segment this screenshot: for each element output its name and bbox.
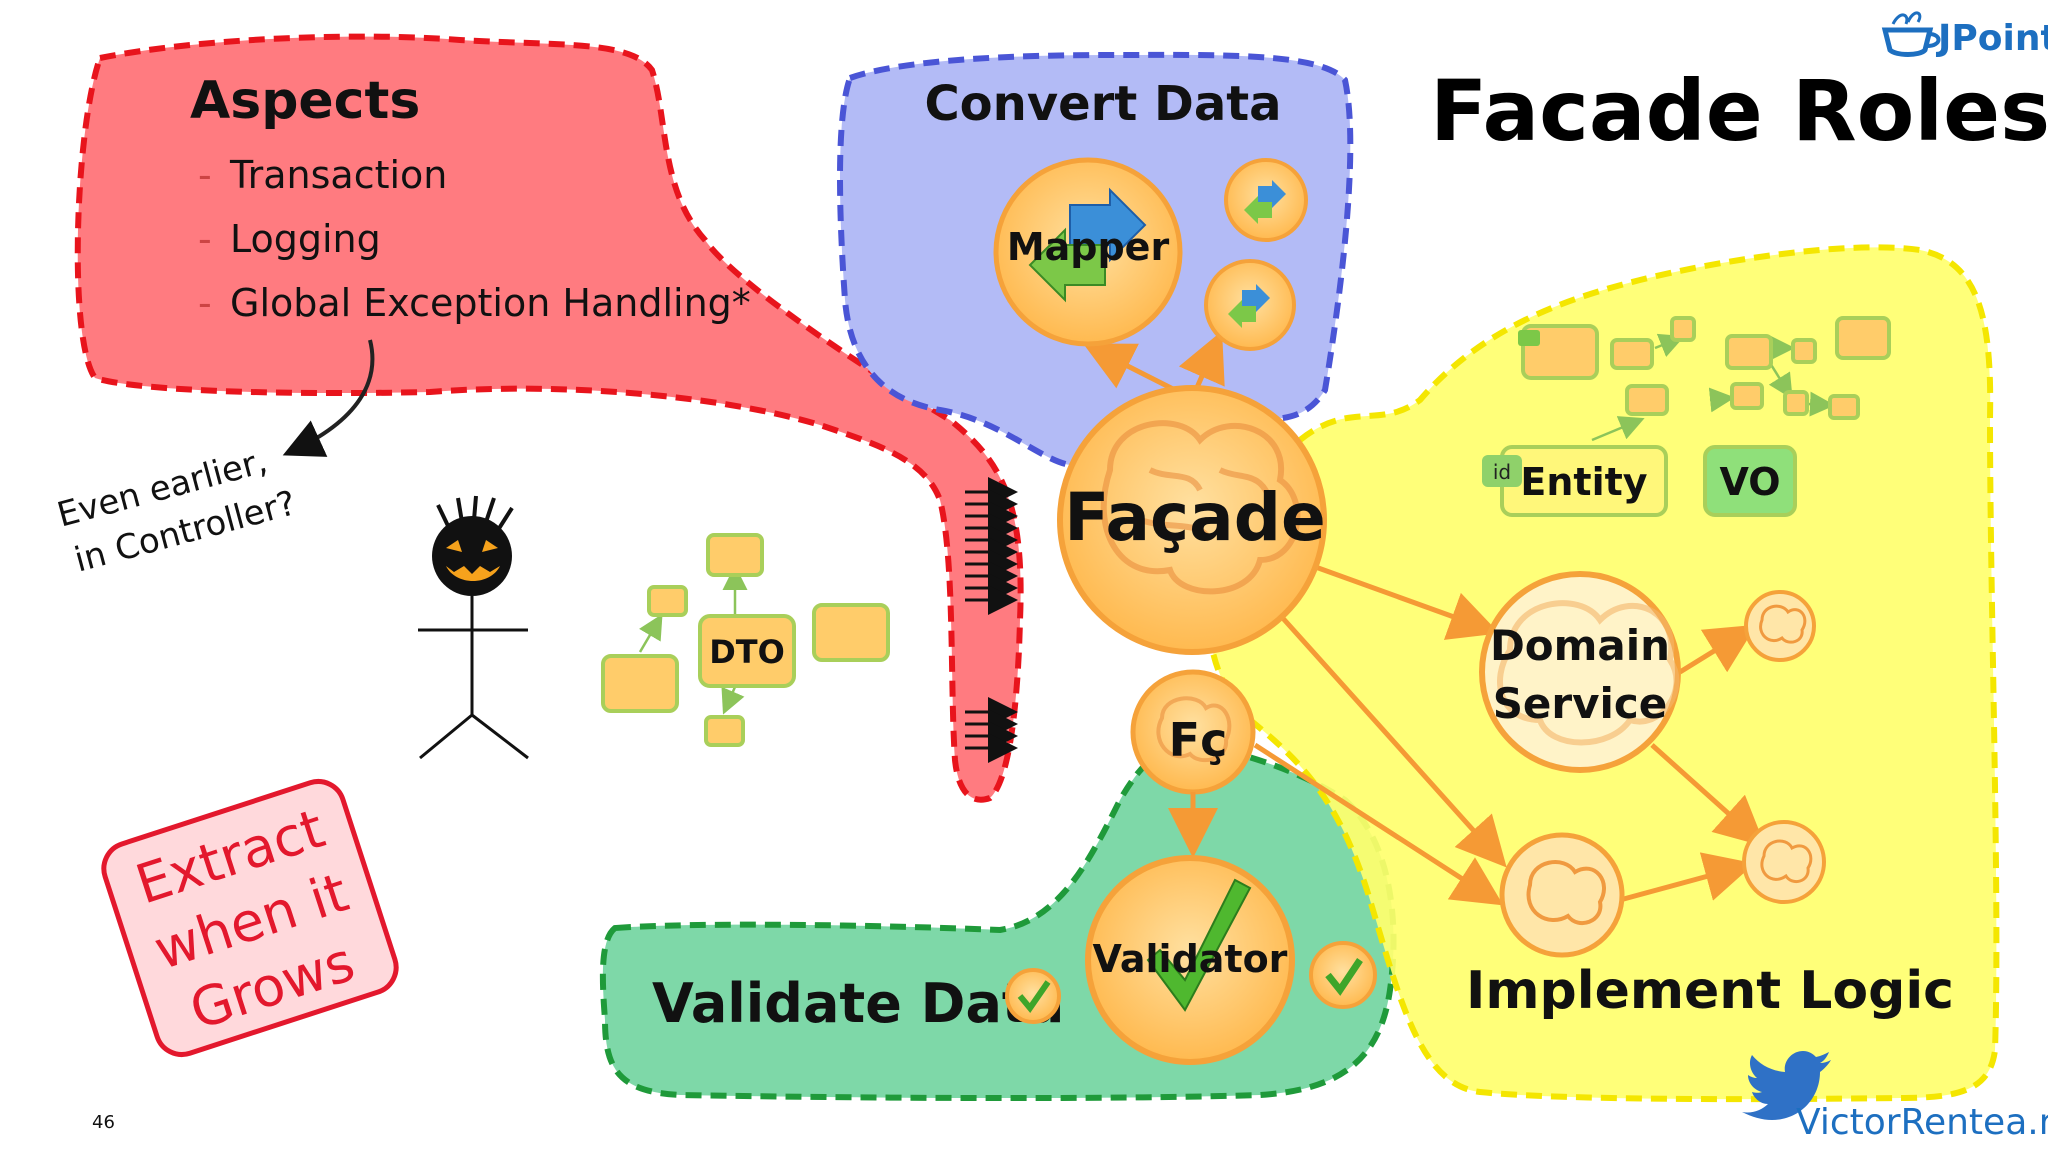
entity-label: Entity xyxy=(1520,460,1647,504)
model-box xyxy=(1610,338,1654,370)
helper-brain-bubble xyxy=(1499,832,1625,958)
domain-model-cluster xyxy=(1518,316,1891,442)
jpoint-logo: JPoint xyxy=(1881,11,2048,59)
aspects-list: - Transaction - Logging - Global Excepti… xyxy=(198,153,751,325)
logic-heading: Implement Logic xyxy=(1466,961,1954,1021)
validate-heading: Validate Data xyxy=(652,972,1064,1035)
model-box xyxy=(1791,338,1817,364)
checkmark-icon xyxy=(1146,878,1252,1012)
mapper-label: Mapper xyxy=(1007,225,1170,269)
aspects-bullet: - xyxy=(198,217,212,261)
vo-box: VO xyxy=(1703,445,1797,517)
mapper-arrows-icon xyxy=(1028,187,1147,303)
aspects-item-exceptions: Global Exception Handling* xyxy=(230,281,751,325)
facade-call-arrows xyxy=(1253,562,1766,906)
coffee-cup-icon xyxy=(1881,11,1941,57)
model-box xyxy=(1835,316,1891,360)
facade-small-bubble: Fç xyxy=(1130,669,1256,795)
dto-label: DTO xyxy=(709,633,785,671)
mini-mapper-bubble xyxy=(1204,259,1296,351)
model-box xyxy=(1725,334,1773,370)
entity-id-tag: id xyxy=(1493,460,1511,484)
dto-box xyxy=(704,715,745,747)
validator-bubble: Validator xyxy=(1085,855,1295,1065)
model-box xyxy=(1670,316,1696,342)
facade-bubble: Façade xyxy=(1057,385,1327,655)
dto-box xyxy=(706,533,764,577)
dto-box xyxy=(812,603,890,662)
vo-label: VO xyxy=(1719,460,1780,504)
author-credit: VictorRentea.ro xyxy=(1742,1051,2048,1143)
dto-box xyxy=(601,654,679,713)
author-link: VictorRentea.ro xyxy=(1796,1102,2048,1143)
dto-main-box xyxy=(698,614,796,688)
facade-small-label: Fç xyxy=(1169,713,1228,767)
domain-service-bubble: Domain Service xyxy=(1479,571,1681,773)
model-box xyxy=(1828,394,1860,420)
model-box xyxy=(1521,324,1599,380)
extract-when-it-grows-stamp: Extract when it Grows xyxy=(101,779,399,1057)
facade-to-mapper-arrows xyxy=(1083,330,1225,394)
aspects-bullet: - xyxy=(198,153,212,197)
mini-validator-bubble xyxy=(1309,941,1377,1009)
pumpkin-stick-figure-icon xyxy=(418,495,529,760)
domain-service-line-2: Service xyxy=(1493,679,1668,728)
facade-label: Façade xyxy=(1064,479,1325,556)
domain-service-line-1: Domain xyxy=(1490,621,1670,670)
twitter-bird-icon xyxy=(1742,1051,1831,1120)
incoming-request-arrows xyxy=(965,477,1018,763)
slide-title: Facade Roles xyxy=(1430,62,2048,160)
helper-brain-bubble xyxy=(1742,820,1826,904)
mapper-bubble: Mapper xyxy=(993,157,1183,347)
brain-icon xyxy=(1100,420,1301,595)
model-box xyxy=(1625,384,1669,416)
aspects-item-transaction: Transaction xyxy=(229,153,447,197)
aspects-heading: Aspects xyxy=(190,71,420,131)
convert-heading: Convert Data xyxy=(924,76,1281,132)
model-box xyxy=(1730,382,1764,410)
dto-cluster: DTO xyxy=(601,533,890,747)
dto-box xyxy=(647,585,688,617)
validator-label: Validator xyxy=(1093,937,1288,981)
helper-brain-bubble xyxy=(1744,590,1816,662)
logo-text: JPoint xyxy=(1935,18,2048,59)
handwritten-note: Even earlier, in Controller? xyxy=(53,441,300,580)
mini-validator-bubble xyxy=(1005,968,1061,1024)
entity-box: id Entity xyxy=(1482,445,1668,517)
mini-mapper-bubble xyxy=(1224,158,1308,242)
handwritten-arrow xyxy=(282,339,375,457)
aspects-item-logging: Logging xyxy=(230,217,381,261)
aspects-blob xyxy=(74,33,1024,803)
model-box xyxy=(1783,390,1809,416)
aspects-bullet: - xyxy=(198,281,212,325)
slide-number: 46 xyxy=(92,1112,115,1133)
